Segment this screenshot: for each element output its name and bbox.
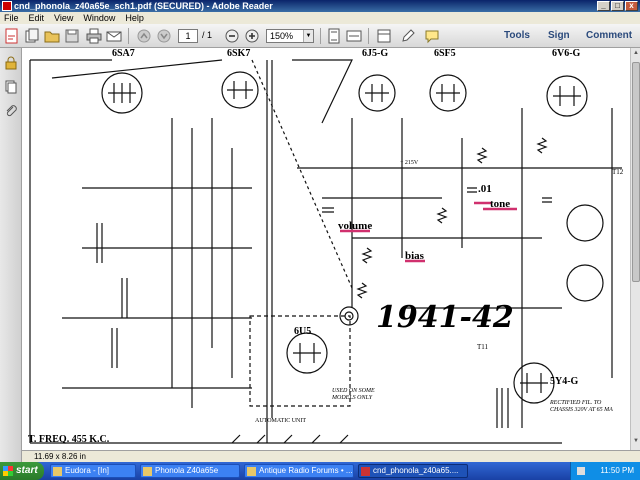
toolbar: 1 / 1 150% ▼ Tools Sign Comment xyxy=(0,24,640,48)
combine-files-icon[interactable] xyxy=(24,28,40,44)
email-icon[interactable] xyxy=(106,28,122,44)
task-label: Eudora - [In] xyxy=(65,466,110,475)
chevron-down-icon[interactable]: ▼ xyxy=(303,30,313,42)
menu-edit[interactable]: Edit xyxy=(28,13,45,23)
windows-logo-icon xyxy=(3,466,13,476)
folder-icon xyxy=(143,467,152,476)
sign-link[interactable]: Sign xyxy=(548,30,570,41)
sign-pen-icon[interactable] xyxy=(400,28,416,44)
taskbar-item-folder[interactable]: Phonola Z40a65e xyxy=(140,464,240,478)
task-label: Phonola Z40a65e xyxy=(155,466,219,475)
page-total: / 1 xyxy=(202,30,213,40)
tube-label: 6V6-G xyxy=(552,48,581,59)
if-frequency-label: T. FREQ. 455 K.C. xyxy=(28,434,110,445)
tube-label: 6SA7 xyxy=(112,48,135,59)
menu-view[interactable]: View xyxy=(54,13,74,23)
plus-b-label: + 215V xyxy=(400,160,419,166)
pages-thumbnail-icon[interactable] xyxy=(4,80,18,94)
zoom-select[interactable]: 150% ▼ xyxy=(266,29,314,43)
windows-taskbar: start Eudora - [In] Phonola Z40a65e Anti… xyxy=(0,462,640,480)
pdf-icon xyxy=(361,467,370,476)
vertical-scrollbar[interactable]: ▲ ▼ xyxy=(630,48,640,450)
bias-annotation: bias xyxy=(405,250,424,262)
capacitor-annotation: .01 xyxy=(478,183,492,195)
window-title: cnd_phonola_z40a65e_sch1.pdf (SECURED) -… xyxy=(14,1,273,11)
zoom-value: 150% xyxy=(270,31,294,41)
maximize-button[interactable]: □ xyxy=(611,1,624,11)
menu-bar: File Edit View Window Help xyxy=(0,12,640,24)
scrollbar-thumb[interactable] xyxy=(632,62,640,282)
tone-annotation: tone xyxy=(490,198,511,210)
tube-label: 6SF5 xyxy=(434,48,456,59)
start-button[interactable]: start xyxy=(0,462,44,480)
taskbar-item-reader[interactable]: cnd_phonola_z40a65.... xyxy=(358,464,468,478)
status-bar: 11.69 x 8.26 in xyxy=(22,450,640,462)
used-on-some-models-label: USED ON SOME MODELS ONLY xyxy=(332,388,375,401)
task-label: cnd_phonola_z40a65.... xyxy=(373,466,459,475)
schematic-drawing xyxy=(29,59,622,444)
automatic-unit-label: AUTOMATIC UNIT xyxy=(255,418,307,424)
navigation-panel xyxy=(0,48,22,462)
taskbar-item-browser[interactable]: Antique Radio Forums • ... xyxy=(244,464,354,478)
t12-label: T12 xyxy=(612,168,624,176)
scroll-down-icon[interactable]: ▼ xyxy=(633,438,639,444)
minimize-button[interactable]: _ xyxy=(597,1,610,11)
tube-label: 6J5-G xyxy=(362,48,389,59)
comment-link[interactable]: Comment xyxy=(586,30,633,41)
volume-annotation: volume xyxy=(338,220,373,232)
year-annotation: 1941-42 xyxy=(376,300,514,335)
tube-label: 5Y4-G xyxy=(550,376,579,387)
read-mode-icon[interactable] xyxy=(376,28,392,44)
next-page-icon[interactable] xyxy=(156,28,172,44)
clock: 11:50 PM xyxy=(600,466,634,475)
fit-page-icon[interactable] xyxy=(326,28,342,44)
tube-label: 6U5 xyxy=(294,326,312,337)
start-label: start xyxy=(16,465,38,476)
tube-label: 6SK7 xyxy=(227,48,251,59)
attachment-icon[interactable] xyxy=(4,104,18,118)
tools-link[interactable]: Tools xyxy=(504,30,530,41)
lock-icon[interactable] xyxy=(4,56,18,70)
comment-bubble-icon[interactable] xyxy=(424,28,440,44)
menu-file[interactable]: File xyxy=(4,13,19,23)
menu-window[interactable]: Window xyxy=(83,13,116,23)
zoom-out-icon[interactable] xyxy=(224,28,240,44)
print-icon[interactable] xyxy=(86,28,102,44)
system-tray: 11:50 PM xyxy=(570,462,640,480)
taskbar-item-eudora[interactable]: Eudora - [In] xyxy=(50,464,136,478)
menu-help[interactable]: Help xyxy=(125,13,144,23)
open-folder-icon[interactable] xyxy=(44,28,60,44)
document-view[interactable]: 6SA7 6SK7 6J5-G 6SF5 6V6-G 6U5 5Y4-G vol… xyxy=(22,48,630,450)
task-label: Antique Radio Forums • ... xyxy=(259,466,353,475)
page-number-input[interactable]: 1 xyxy=(178,29,198,43)
page-size-label: 11.69 x 8.26 in xyxy=(34,452,86,461)
create-pdf-icon[interactable] xyxy=(4,28,20,44)
envelope-icon xyxy=(53,467,62,476)
fit-width-icon[interactable] xyxy=(346,28,362,44)
t11-label: T11 xyxy=(477,343,489,351)
rectified-note-label: RECTIFIED FIL. TO CHASSIS 320V AT 65 MA xyxy=(550,400,613,413)
window-titlebar: cnd_phonola_z40a65e_sch1.pdf (SECURED) -… xyxy=(0,0,640,12)
scroll-up-icon[interactable]: ▲ xyxy=(633,50,639,56)
browser-icon xyxy=(247,467,256,476)
previous-page-icon[interactable] xyxy=(136,28,152,44)
save-icon[interactable] xyxy=(64,28,80,44)
close-button[interactable]: x xyxy=(625,1,638,11)
adobe-reader-icon xyxy=(2,1,12,11)
zoom-in-icon[interactable] xyxy=(244,28,260,44)
tray-icon[interactable] xyxy=(577,467,585,475)
